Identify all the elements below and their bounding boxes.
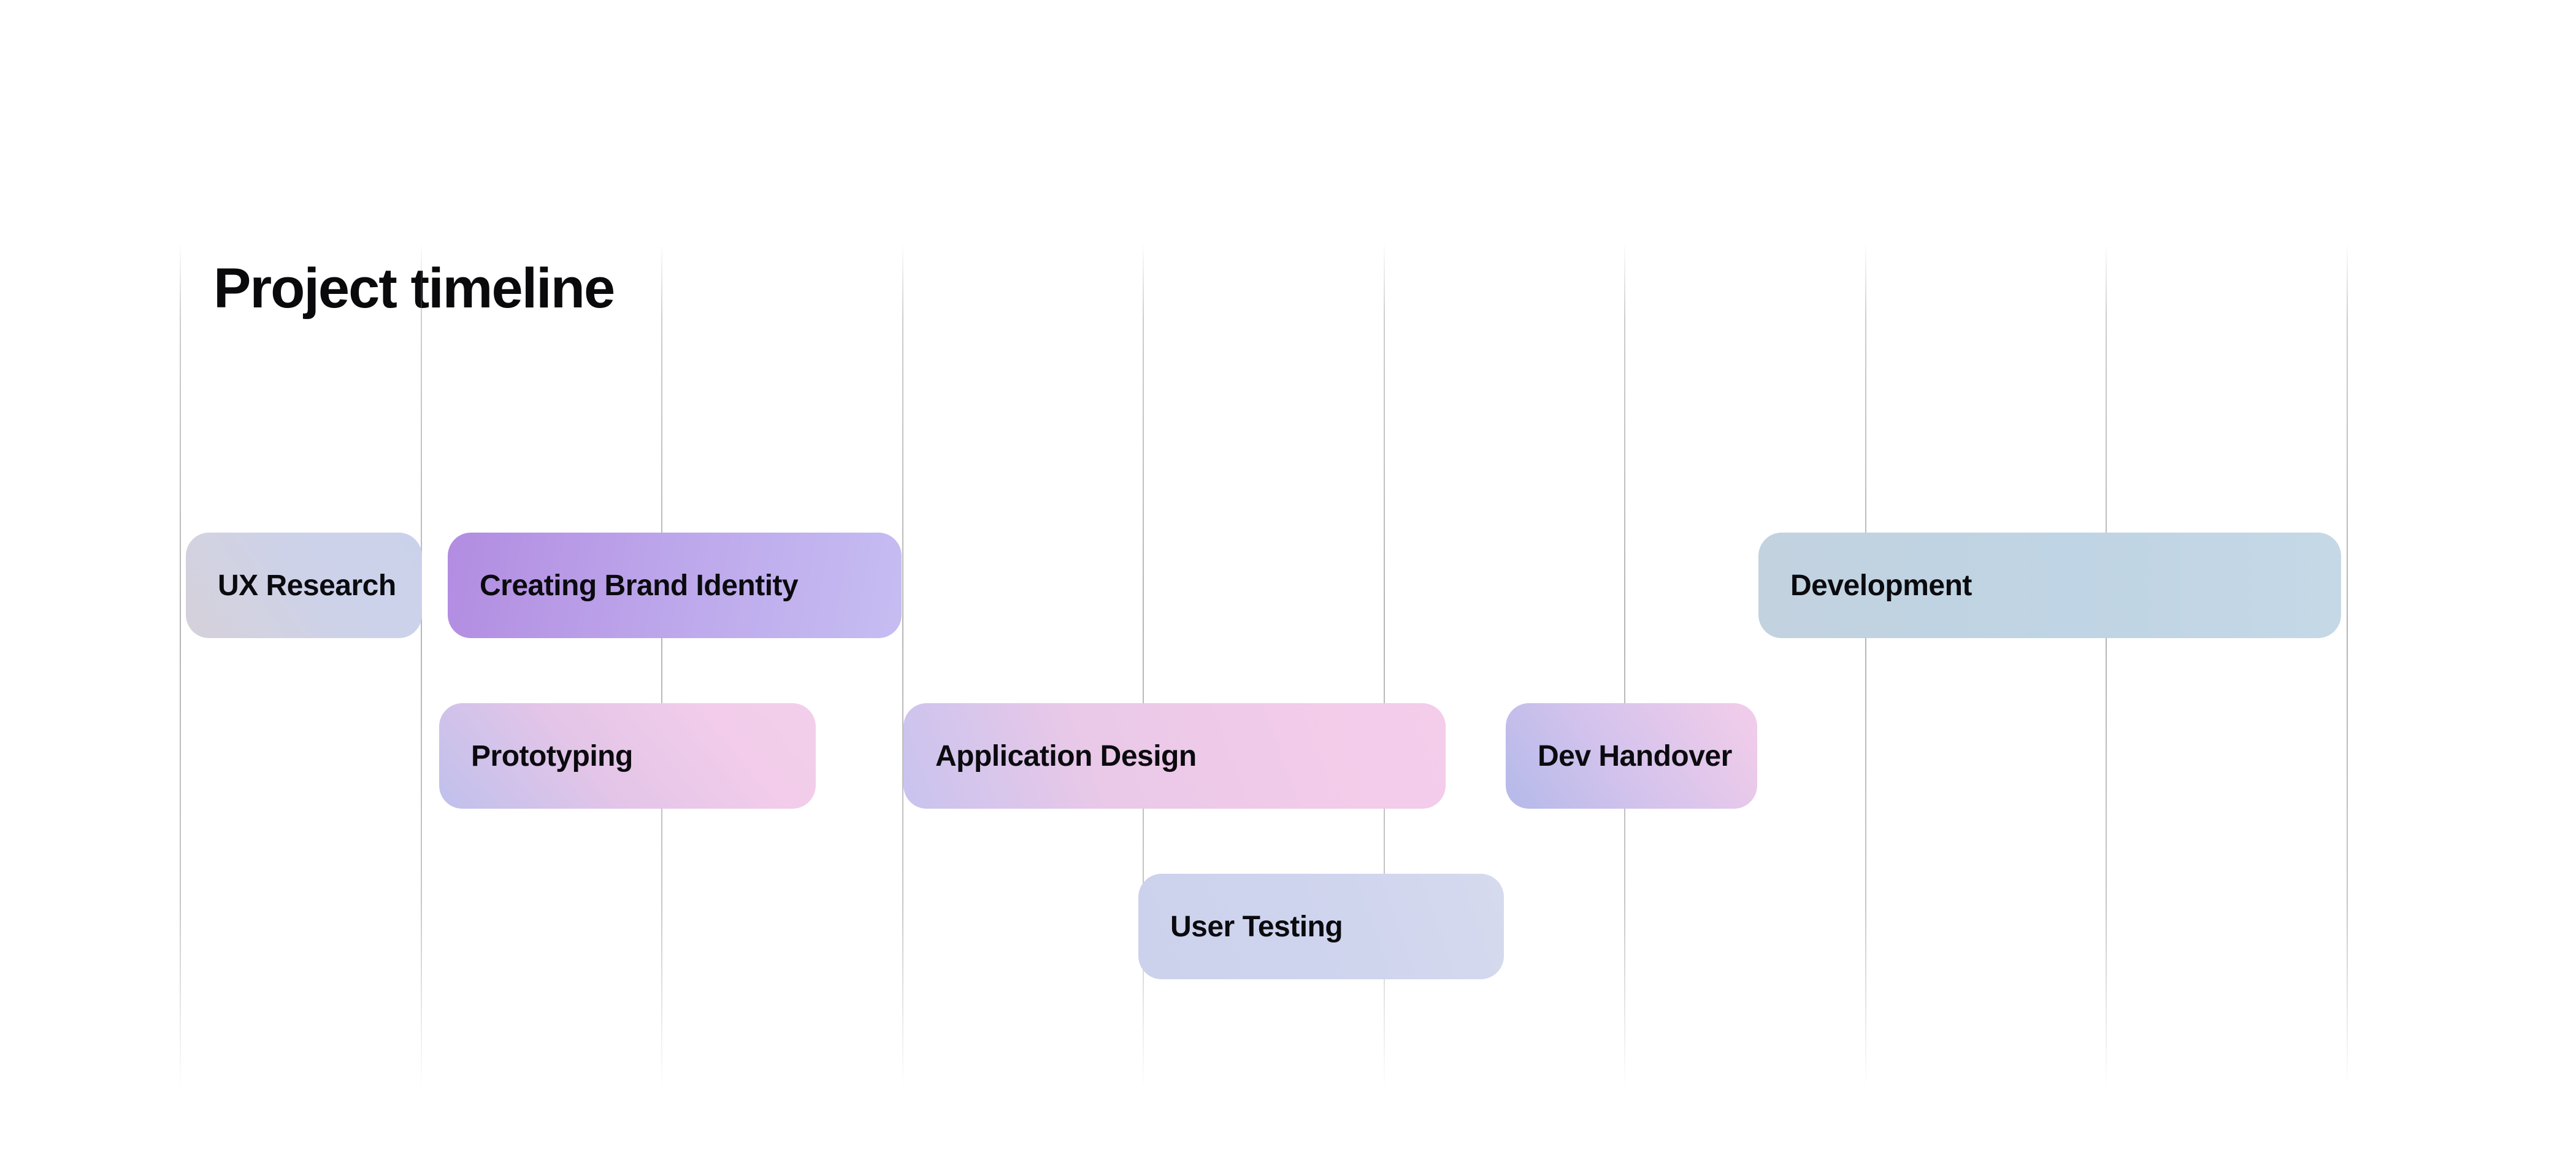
- task-bar-creating-brand-identity[interactable]: Creating Brand Identity: [448, 533, 902, 638]
- page-title: Project timeline: [213, 257, 615, 320]
- timeline-gridline: [180, 242, 181, 1089]
- task-label: Development: [1790, 569, 1972, 602]
- timeline-gridline: [661, 242, 662, 1089]
- task-bar-dev-handover[interactable]: Dev Handover: [1506, 703, 1757, 809]
- timeline-gridline: [2346, 242, 2348, 1089]
- task-bar-ux-research[interactable]: UX Research: [186, 533, 422, 638]
- task-bar-development[interactable]: Development: [1758, 533, 2341, 638]
- task-bar-prototyping[interactable]: Prototyping: [439, 703, 816, 809]
- task-label: Prototyping: [471, 739, 633, 773]
- task-bar-user-testing[interactable]: User Testing: [1138, 874, 1504, 979]
- task-label: Application Design: [935, 739, 1197, 773]
- timeline-gridline: [902, 242, 903, 1089]
- task-label: UX Research: [218, 569, 396, 602]
- timeline-gridline: [1624, 242, 1625, 1089]
- task-bar-application-design[interactable]: Application Design: [903, 703, 1446, 809]
- timeline-gridline: [2106, 242, 2107, 1089]
- task-label: Creating Brand Identity: [480, 569, 799, 602]
- task-label: User Testing: [1170, 910, 1343, 943]
- timeline-gridline: [1865, 242, 1866, 1089]
- timeline-gridline: [420, 242, 422, 1089]
- task-label: Dev Handover: [1538, 739, 1732, 773]
